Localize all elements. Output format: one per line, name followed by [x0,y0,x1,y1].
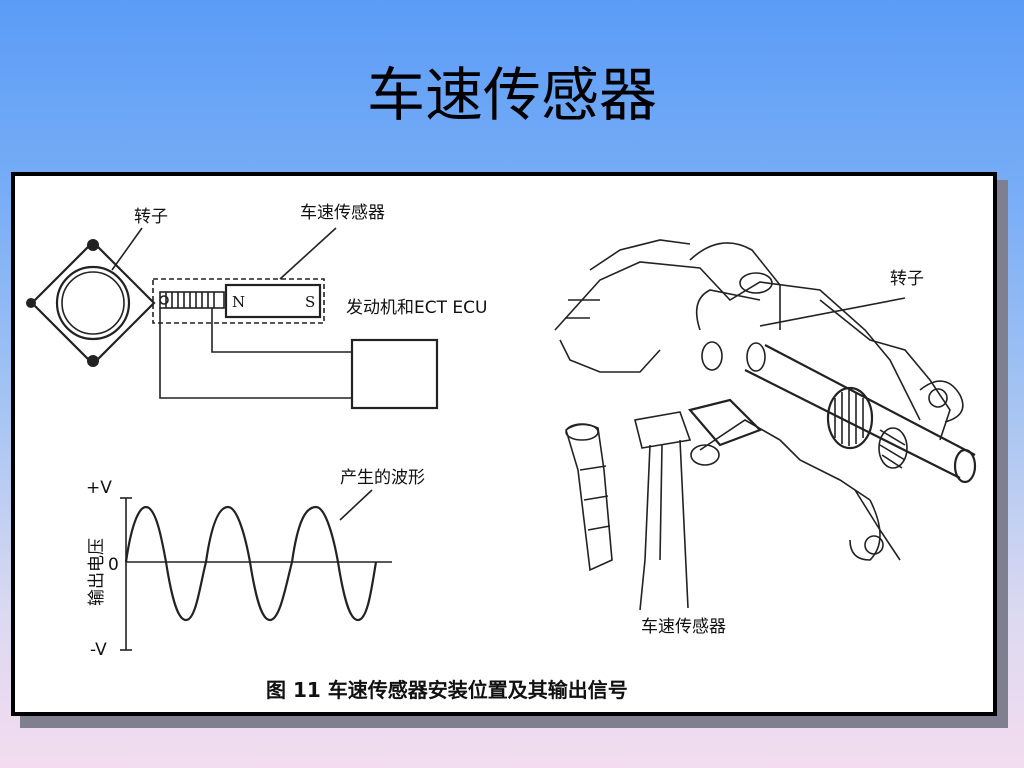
y-axis-label: 输出电压 [87,538,107,606]
magnet-drawing [224,283,322,319]
wire-lower [159,308,352,399]
rotor-drawing [26,239,156,367]
sensor-housing-outline [152,278,325,324]
waveform-title: 产生的波形 [340,468,425,488]
magnet-n-label: N [232,293,245,311]
sensor-label-schematic: 车速传感器 [300,203,385,223]
sine-waveform [124,505,378,622]
rotor-label-install: 转子 [890,269,924,289]
coil-drawing [159,291,225,309]
slide-title: 车速传感器 [366,61,657,129]
waveform-plot [120,497,392,651]
sensor-label-install: 车速传感器 [641,617,726,637]
y-zero-label: 0 [108,555,119,575]
figure-frame [11,172,997,716]
rotor-label: 转子 [134,207,168,227]
ecu-label: 发动机和ECT ECU [346,298,487,318]
y-bottom-label: -V [90,640,107,660]
transmission-drawing [554,239,977,611]
ecu-box [350,338,439,410]
y-top-label: +V [86,478,112,498]
magnet-s-label: S [305,293,315,311]
figure-caption: 图 11 车速传感器安装位置及其输出信号 [266,678,628,702]
wire-upper [211,308,352,353]
